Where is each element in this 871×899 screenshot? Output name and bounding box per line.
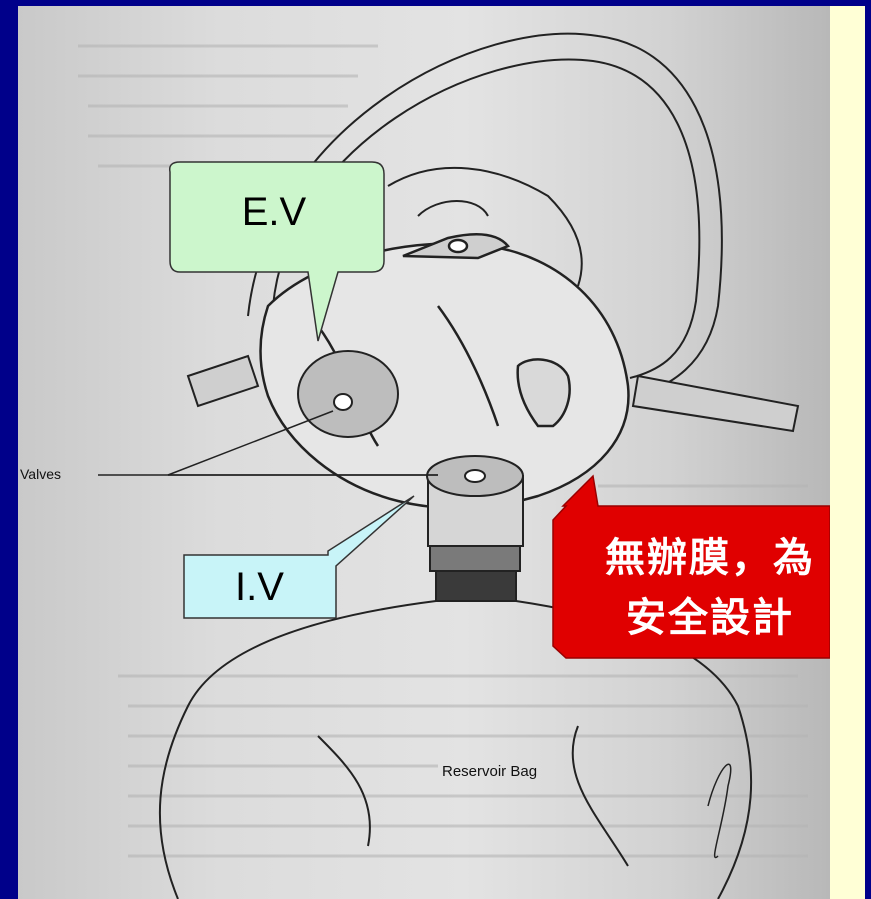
note-callout-text: 無辦膜，為 安全設計 [550,528,870,648]
artist-signature [708,764,731,857]
valves-label: Valves [20,466,61,482]
side-panel [830,6,865,899]
note-line-2: 安全設計 [550,588,870,648]
inspiratory-valve-cylinder [427,456,523,601]
expiratory-valve-disc [298,351,398,437]
iv-callout-text: I.V [182,565,337,610]
note-line-1: 無辦膜，為 [550,528,870,588]
reservoir-bag-label: Reservoir Bag [442,763,537,780]
ev-callout-text: E.V [165,190,383,235]
mask-illustration [18,6,830,899]
